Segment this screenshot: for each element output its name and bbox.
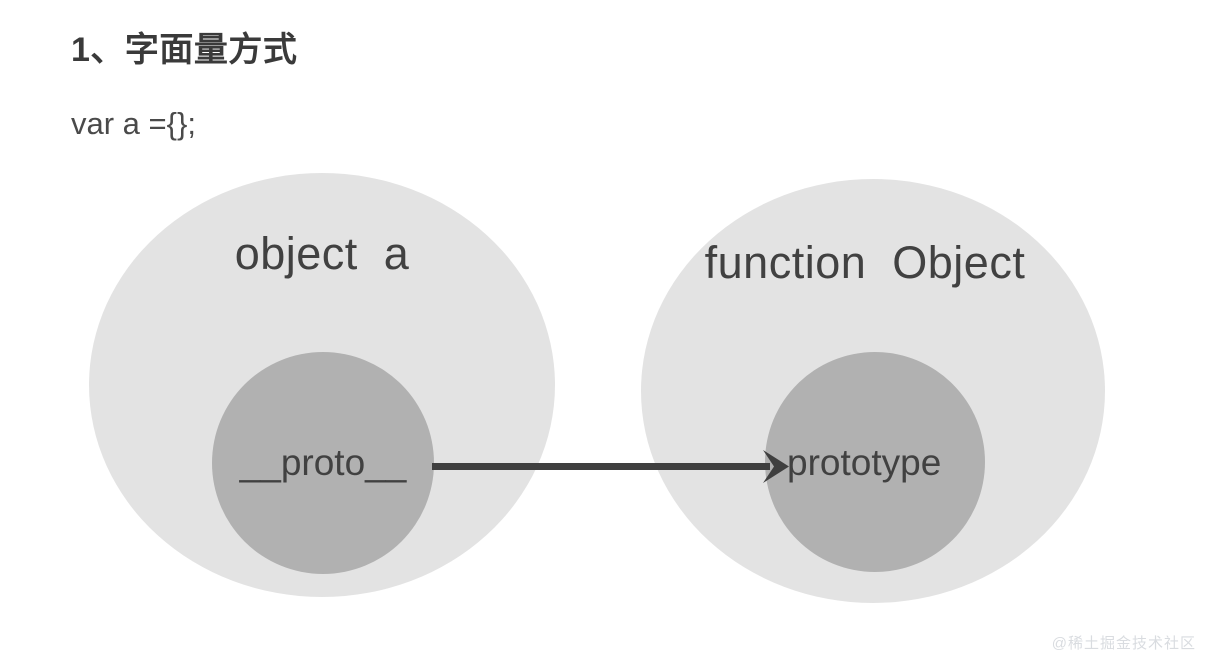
label-prototype: prototype <box>787 442 942 483</box>
inner-circle-prototype <box>765 352 985 572</box>
inner-circle-proto <box>212 352 434 574</box>
watermark: @稀土掘金技术社区 <box>1051 635 1196 652</box>
label-object-a: object a <box>234 228 410 279</box>
page-title: 1、字面量方式 <box>71 31 298 69</box>
label-proto: __proto__ <box>239 442 407 483</box>
arrow-proto-to-prototype <box>432 450 789 483</box>
code-snippet: var a ={}; <box>71 106 196 141</box>
arrow-head-icon <box>763 450 789 483</box>
label-function-object: function Object <box>704 237 1026 288</box>
